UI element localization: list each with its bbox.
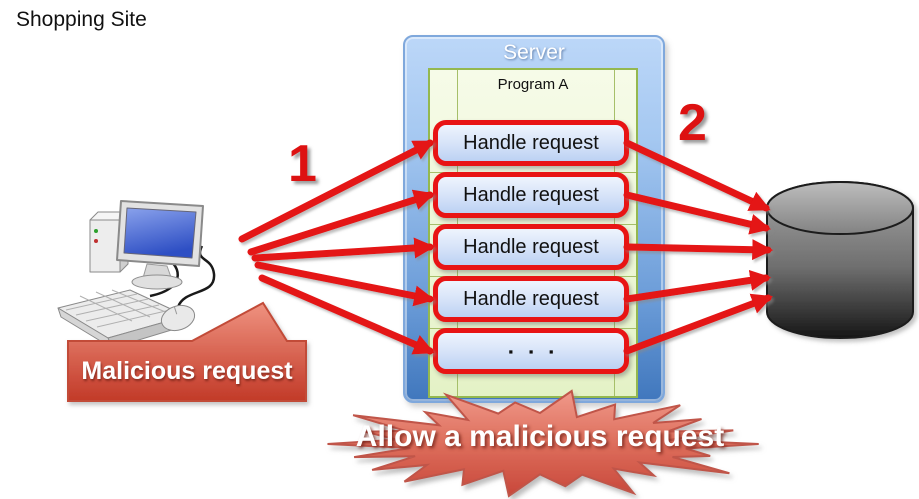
mouse-cable xyxy=(176,245,216,308)
keyboard-cable xyxy=(149,254,179,298)
handle-request-box: Handle request xyxy=(433,172,629,218)
handle-request-box: Handle request xyxy=(433,276,629,322)
starburst-label: Allow a malicious request xyxy=(355,420,725,453)
handle-request-ellipsis-box: ▪ ▪ ▪ xyxy=(433,328,629,374)
computer-illustration xyxy=(57,200,216,349)
step-1-label: 1 xyxy=(288,135,317,193)
database-cylinder xyxy=(766,181,914,339)
keyboard-icon xyxy=(57,289,189,349)
malicious-request-arrows xyxy=(238,139,436,355)
handle-request-box: Handle request xyxy=(433,224,629,270)
program-label: Program A xyxy=(497,76,569,93)
monitor-icon xyxy=(116,200,204,290)
handle-request-box: Handle request xyxy=(433,120,629,166)
server-label: Server xyxy=(503,41,565,64)
page-title: Shopping Site xyxy=(16,8,147,31)
mouse-icon xyxy=(160,304,196,332)
step-2-label: 2 xyxy=(678,94,707,152)
tower-icon xyxy=(89,211,129,273)
callout-label: Malicious request xyxy=(81,356,293,385)
